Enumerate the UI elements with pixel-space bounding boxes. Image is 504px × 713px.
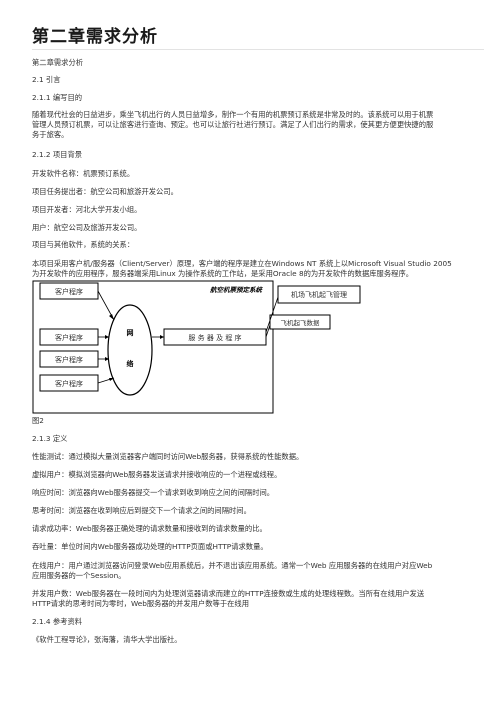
def-performance-test: 性能测试：通过模拟大量浏览器客户端同时访问Web服务器，获得系统的性能数据。 [32,452,304,461]
server-connector [265,324,271,338]
arrowhead [105,357,109,361]
purpose-line: 务于旅客。 [32,130,69,139]
def-online-line: 应用服务器的一个Session。 [32,571,126,580]
system-frame [32,280,274,414]
section-heading-2-1-4: 2.1.4 参考资料 [32,617,83,626]
section-heading-2-1-3: 2.1.3 定义 [32,434,68,443]
bg-relation: 项目与其他软件，系统的关系： [32,240,135,249]
section-heading-2-1-1: 2.1.1 编写目的 [32,93,83,102]
client-label: 客户程序 [55,333,83,342]
def-think-time: 思考时间：浏览器在收到响应后到提交下一个请求之间的间隔时间。 [32,506,251,515]
def-online-line: 在线用户：用户通过浏览器访问登录Web应用系统后，并不退出该应用系统。通常一个W… [32,561,433,570]
architecture-paragraph: 本项目采用客户机/服务器（Client/Server）原理，客户端的程序是建立在… [32,259,484,279]
def-throughput: 吞吐量：单位时间内Web服务器成功处理的HTTP页面或HTTP请求数量。 [32,542,268,551]
server-label: 服 务 器 及 程 序 [188,333,241,342]
def-concurrent-line: 并发用户数：Web服务器在一段时间内为处理浏览器请求而建立的HTTP连接数或生成… [32,589,425,598]
def-virtual-user: 虚拟用户：模拟浏览器向Web服务器发送请求并接收响应的一个进程或线程。 [32,470,282,479]
def-concurrent-line: HTTP请求的思考时间为零时，Web服务器的并发用户数等于在线用 [32,599,250,608]
flight-management-box [277,285,361,304]
bg-user: 用户：航空公司及旅游开发公司。 [32,223,142,232]
network-label-top: 网 [127,328,134,337]
system-title: 航空机票预定系统 [209,286,264,294]
client-label: 客户程序 [55,355,83,364]
section-heading-2-1: 2.1 引言 [32,75,61,84]
def-response-time: 响应时间：浏览器向Web服务器提交一个请求到收到响应之间的间隔时间。 [32,488,275,497]
page-title: 第二章需求分析 [32,27,158,47]
network-label-bottom: 络 [127,359,134,368]
purpose-line: 管理人员预订机票，可以让旅客进行查询、预定。也可以让旅行社进行预订。满足了人们出… [32,120,434,129]
purpose-paragraph: 随着现代社会的日益进步，乘坐飞机出行的人员日益增多，制作一个有用的机票预订系统是… [32,110,484,140]
arrowhead [160,335,164,339]
architecture-line: 本项目采用客户机/服务器（Client/Server）原理，客户端的程序是建立在… [32,259,452,268]
subtitle: 第二章需求分析 [32,58,84,67]
reference-item: 《软件工程导论》，张海藩，清华大学出版社。 [32,635,182,644]
bg-developer: 项目开发者：河北大学开发小组。 [32,205,142,214]
title-divider [32,49,484,50]
network-ellipse [107,304,153,396]
purpose-line: 随着现代社会的日益进步，乘坐飞机出行的人员日益增多，制作一个有用的机票预订系统是… [32,110,434,119]
flight-data-box [269,314,331,330]
figure-caption: 图2 [32,416,44,425]
flight-data-label: 飞机起飞数据 [281,318,321,327]
architecture-diagram-svg: 航空机票预定系统 客户程序 客户程序 客户程序 客户程序 网 络 [32,280,361,414]
def-online-users: 在线用户：用户通过浏览器访问登录Web应用系统后，并不退出该应用系统。通常一个W… [32,561,484,581]
arrowhead [109,378,114,381]
server-connector [265,296,279,333]
arrowhead [105,335,109,339]
client-label: 客户程序 [55,287,83,296]
architecture-diagram: 航空机票预定系统 客户程序 客户程序 客户程序 客户程序 网 络 [32,280,392,424]
architecture-line: 为开发软件的应用程序，服务器端采用Linux 为操作系统的工作站，是采用Orac… [32,269,414,278]
bg-proposer: 项目任务提出者：航空公司和旅游开发公司。 [32,187,178,196]
def-success-rate: 请求成功率：Web服务器正确处理的请求数量和接收到的请求数量的比。 [32,524,267,533]
client-label: 客户程序 [55,379,83,388]
flight-management-label: 机场飞机起飞管理 [291,290,347,299]
section-heading-2-1-2: 2.1.2 项目背景 [32,150,83,159]
arrowhead [109,314,114,320]
def-concurrent-users: 并发用户数：Web服务器在一段时间内为处理浏览器请求而建立的HTTP连接数或生成… [32,589,484,609]
bg-software-name: 开发软件名称：机票预订系统。 [32,169,135,178]
